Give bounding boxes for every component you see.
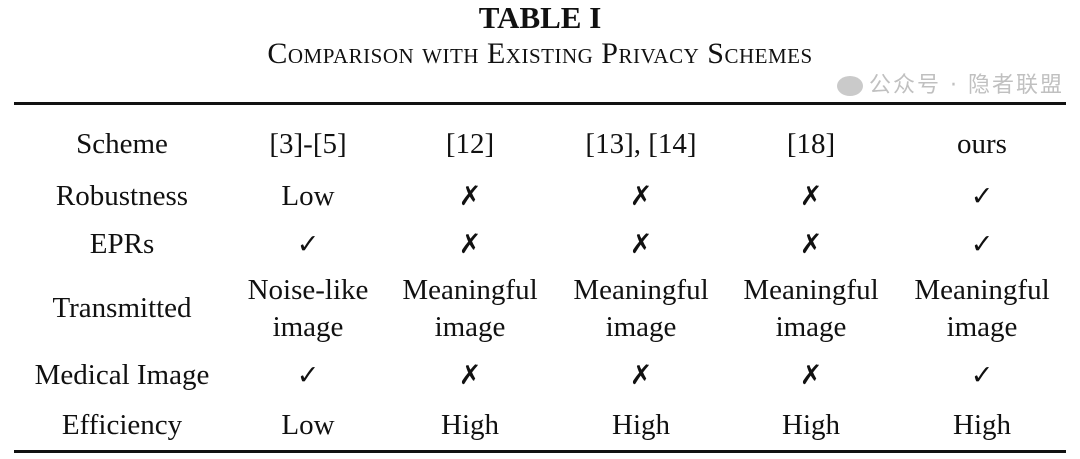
row-label: EPRs bbox=[89, 228, 155, 260]
table-caption: Comparison with Existing Privacy Schemes bbox=[267, 37, 813, 70]
row-label: Robustness bbox=[55, 180, 189, 212]
watermark: 公众号 · 隐者联盟 bbox=[837, 72, 1064, 100]
table-cell: ✗ bbox=[458, 229, 482, 260]
header-cell: Scheme bbox=[76, 128, 168, 160]
table-cell: image bbox=[605, 311, 677, 343]
row-label: Medical Image bbox=[34, 359, 210, 391]
table-cell: ✗ bbox=[799, 229, 823, 260]
table-cell: Meaningful bbox=[914, 274, 1050, 306]
bottom-rule bbox=[14, 450, 1066, 453]
table-cell: ✗ bbox=[629, 181, 653, 212]
table-cell: High bbox=[612, 409, 670, 441]
table-cell: ✗ bbox=[799, 360, 823, 391]
header-cell: [3]-[5] bbox=[269, 128, 347, 160]
table-cell: ✗ bbox=[629, 360, 653, 391]
table-cell: ✓ bbox=[970, 360, 994, 391]
header-cell: [13], [14] bbox=[585, 128, 697, 160]
table-title: TABLE I bbox=[478, 0, 602, 35]
table-cell: ✗ bbox=[458, 181, 482, 212]
wechat-icon bbox=[837, 76, 864, 96]
table-cell: Low bbox=[281, 180, 335, 212]
table-cell: ✓ bbox=[296, 229, 320, 260]
table-cell: image bbox=[272, 311, 344, 343]
table-cell: High bbox=[441, 409, 499, 441]
row-label: Transmitted bbox=[52, 292, 192, 324]
table-cell: image bbox=[434, 311, 506, 343]
table-cell: Noise-like bbox=[247, 274, 369, 306]
table-cell: High bbox=[953, 409, 1011, 441]
table-cell: Meaningful bbox=[402, 274, 538, 306]
header-cell: [12] bbox=[445, 128, 495, 160]
header-cell: ours bbox=[957, 128, 1007, 160]
header-cell: [18] bbox=[786, 128, 836, 160]
table-cell: ✗ bbox=[458, 360, 482, 391]
table-cell: ✗ bbox=[629, 229, 653, 260]
table-cell: High bbox=[782, 409, 840, 441]
table-cell: ✓ bbox=[970, 229, 994, 260]
table-cell: ✓ bbox=[296, 360, 320, 391]
table-cell: ✓ bbox=[970, 181, 994, 212]
table-cell: ✗ bbox=[799, 181, 823, 212]
table-cell: image bbox=[946, 311, 1018, 343]
table-cell: image bbox=[775, 311, 847, 343]
top-rule bbox=[14, 102, 1066, 105]
table-cell: Meaningful bbox=[743, 274, 879, 306]
table-cell: Meaningful bbox=[573, 274, 709, 306]
row-label: Efficiency bbox=[61, 409, 183, 441]
table-cell: Low bbox=[281, 409, 335, 441]
